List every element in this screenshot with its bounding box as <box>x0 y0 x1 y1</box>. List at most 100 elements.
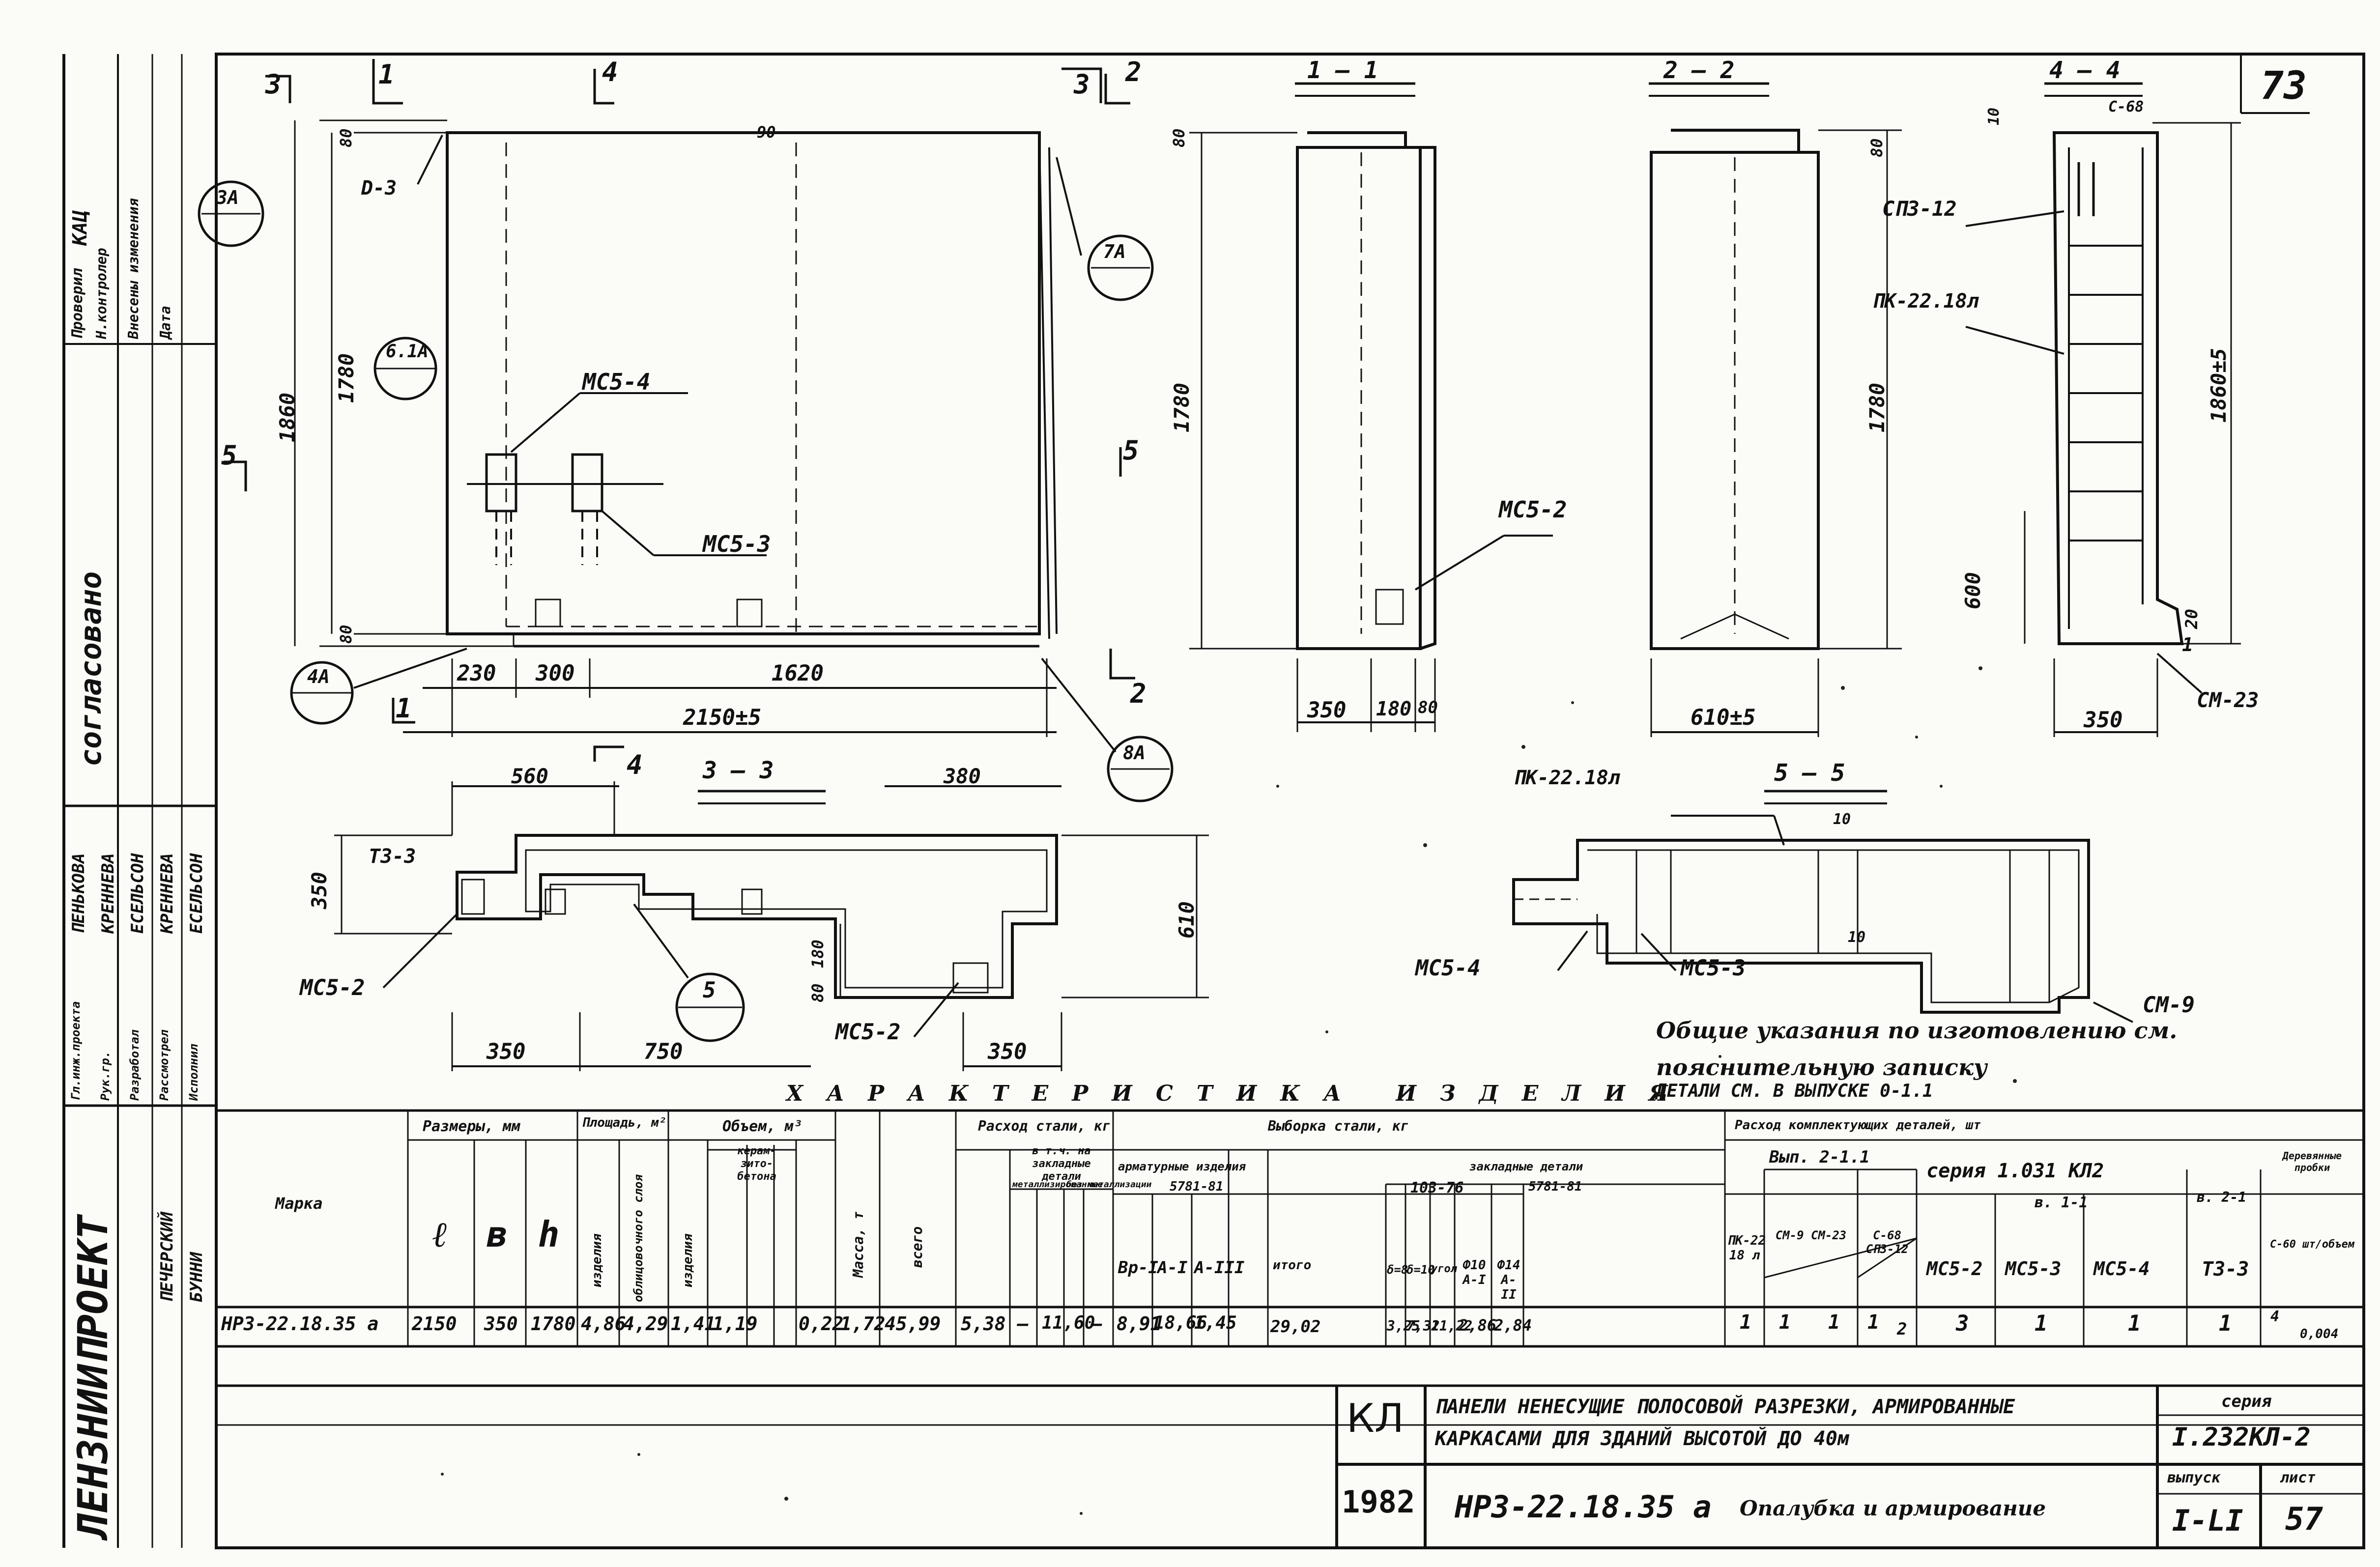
th-select: Выборка стали, кг <box>1268 1118 1409 1134</box>
label-ms5-4: МС5-4 <box>582 369 651 395</box>
dim-20-s44: 20 <box>2182 609 2202 629</box>
td-corner: 11,22 <box>1431 1318 1473 1334</box>
tb-issue: I-LI <box>2172 1504 2243 1538</box>
th-volume: Объем, м³ <box>722 1118 803 1135</box>
title-block <box>1335 54 2364 1548</box>
sig-lower-1: БУННИ <box>187 1252 206 1302</box>
th-area: Площадь, м² <box>581 1115 667 1130</box>
td-ms54: 1 <box>2128 1311 2141 1336</box>
th-nometal: без металлизации <box>1066 1179 1152 1190</box>
th-vyp3: в. 2-1 <box>2197 1189 2247 1205</box>
dim-80-top: 80 <box>337 128 355 147</box>
th-sub-corner: угол <box>1431 1263 1457 1275</box>
sig-name-0: ПЕНЬКОВА <box>69 853 88 934</box>
label-ms5-2-s11: МС5-2 <box>1499 496 1567 523</box>
label-d3: D-3 <box>361 177 397 199</box>
callout-3a: 3А <box>216 187 239 208</box>
dim-610-s33: 610 <box>1175 901 1199 939</box>
section-3-3 <box>334 781 1209 1071</box>
org-label: ЛЕНЗНИИПРОЕКТ <box>69 1215 117 1538</box>
section-mark-2-top: 2 <box>1125 57 1142 87</box>
th-sub-ms54: МС5-4 <box>2093 1258 2150 1280</box>
dim-1-s44: 1 <box>2182 634 2193 655</box>
callout-6-1a: 6.1А <box>386 342 429 362</box>
th-l: ℓ <box>432 1214 448 1255</box>
dim-1860-s44: 1860±5 <box>2207 348 2231 423</box>
section-2-2-title: 2 — 2 <box>1663 57 1735 84</box>
tb-year: 1982 <box>1342 1484 1415 1520</box>
dim-560: 560 <box>511 764 548 788</box>
section-mark-2-bottom: 2 <box>1130 678 1147 709</box>
td-steel-metal2: — <box>1017 1313 1029 1335</box>
th-h: h <box>538 1214 560 1255</box>
label-s68: С-68 <box>2108 98 2144 115</box>
th-area-facing: облицовочного слоя <box>631 1174 645 1302</box>
tb-series: I.232КЛ-2 <box>2172 1423 2311 1452</box>
th-sub-d8: δ=8 <box>1387 1263 1408 1277</box>
th-wood: Деревянные пробки <box>2282 1150 2342 1173</box>
th-vyp: Вып. 2-1.1 <box>1769 1147 1870 1167</box>
tb-code: КЛ <box>1347 1396 1404 1441</box>
th-gost3: 5781-81 <box>1528 1179 1582 1194</box>
dim-180-s11: 180 <box>1376 698 1412 720</box>
tb-series-label: серия <box>2221 1392 2272 1411</box>
sig-lower-0: ПЕЧЕРСКИЙ <box>157 1211 177 1302</box>
tb-issue-label: выпуск <box>2167 1469 2221 1486</box>
dim-10-s44: 10 <box>1985 107 2003 125</box>
callout-circles <box>198 180 1174 1042</box>
note-line-1: Общие указания по изготовлению см. <box>1656 1017 2178 1044</box>
section-4-4 <box>1965 82 2241 737</box>
th-sub-d10: δ=10 <box>1406 1263 1435 1277</box>
front-view <box>224 59 1135 762</box>
label-sp3-12: СП3-12 <box>1882 197 1957 221</box>
td-ms53: 1 <box>2035 1311 2048 1336</box>
agreed-label: согласовано <box>74 571 108 767</box>
label-10-top: 10 <box>1833 811 1851 828</box>
label-ms5-2-right: МС5-2 <box>835 1020 901 1045</box>
callout-7a: 7А <box>1103 241 1126 262</box>
td-keram: 1,19 <box>713 1313 758 1335</box>
th-sizes: Размеры, мм <box>423 1118 520 1135</box>
sig-role-3: Рассмотрел <box>157 1029 171 1101</box>
td-steel-metal: 5,38 <box>961 1313 1006 1335</box>
th-vyp2: в. 1-1 <box>2035 1194 2088 1211</box>
td-h: 1780 <box>531 1313 576 1335</box>
th-area-product: изделия <box>590 1233 604 1287</box>
th-mark: Марка <box>275 1194 323 1213</box>
margin-changes: Внесены изменения <box>125 198 142 339</box>
tb-title-1: ПАНЕЛИ НЕНЕСУЩИЕ ПОЛОСОВОЙ РАЗРЕЗКИ, АРМ… <box>1435 1396 2015 1418</box>
th-sub-pk: ПК-22 18 л <box>1727 1233 1766 1263</box>
dim-80-s33: 80 <box>808 983 827 1002</box>
margin-code: КАЦ <box>69 210 91 246</box>
td-total: 29,02 <box>1270 1317 1321 1337</box>
section-mark-3-left: 3 <box>265 69 282 100</box>
dim-350-s44: 350 <box>2084 708 2123 733</box>
label-ms5-2-left: МС5-2 <box>300 975 365 1000</box>
th-sub-a1: А-I <box>1157 1258 1188 1278</box>
td-d8: 3,25 <box>1387 1318 1420 1334</box>
td-sm9: 1 <box>1779 1311 1791 1334</box>
callout-4a: 4А <box>307 666 330 687</box>
sig-role-0: Гл.инж.проекта <box>69 1001 83 1101</box>
td-d10: 7,32 <box>1406 1318 1440 1334</box>
th-gost2: 103-76 <box>1410 1179 1464 1197</box>
label-sm23: СМ-23 <box>2197 688 2259 712</box>
table-title: ХАРАКТЕРИСТИКА ИЗДЕЛИЯ <box>786 1081 1692 1106</box>
dim-1860: 1860 <box>275 392 299 442</box>
label-pk-22-18l-s44: ПК-22.18л <box>1872 290 1979 313</box>
td-steel-nometal: 11,60 <box>1042 1313 1095 1333</box>
sig-role-4: Исполнил <box>187 1044 201 1101</box>
td-a3: 1,45 <box>1194 1313 1237 1333</box>
section-3-3-title: 3 — 3 <box>703 757 774 784</box>
th-metal: металлизированные <box>1012 1179 1103 1190</box>
tb-sheet-label: лист <box>2280 1469 2316 1486</box>
label-ms5-4-s55: МС5-4 <box>1415 956 1481 981</box>
dim-300: 300 <box>536 661 575 686</box>
section-mark-4-bottom: 4 <box>627 749 643 780</box>
margin-ncontrol: Н.контролер <box>93 248 110 339</box>
label-90: 90 <box>757 123 776 142</box>
dim-80b-s11: 80 <box>1418 698 1438 717</box>
th-b: в <box>487 1214 508 1255</box>
th-sub-ms53: МС5-3 <box>2005 1258 2062 1280</box>
